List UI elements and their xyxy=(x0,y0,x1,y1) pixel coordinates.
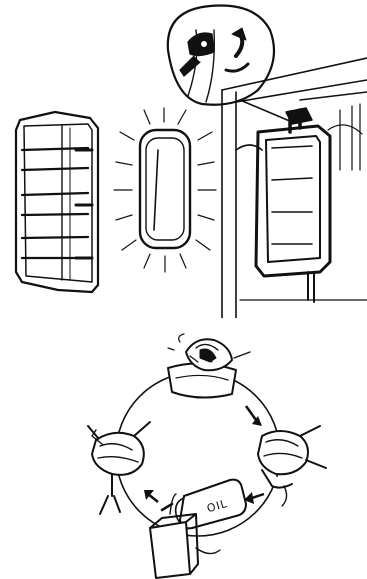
washing-tub xyxy=(168,334,250,398)
cycle-arrow-top-right xyxy=(246,406,262,426)
filter-cleaning-cycle-panel: OIL xyxy=(0,318,367,579)
cycle-arrow-bottom-left xyxy=(144,490,158,502)
filter-replacement-panel xyxy=(0,0,367,318)
oil-can: OIL xyxy=(162,480,246,529)
dirty-filter-element xyxy=(16,112,98,292)
squeeze-hands-right xyxy=(258,426,326,506)
latch-icon xyxy=(180,33,214,76)
clean-filter-element xyxy=(114,108,216,272)
engine-housing xyxy=(222,58,367,318)
rotate-arrow-icon xyxy=(226,28,248,71)
latch-detail-callout xyxy=(168,6,292,123)
installed-filter xyxy=(256,108,330,302)
cycle-arrow-bottom-right xyxy=(244,492,264,504)
squeeze-hands-left xyxy=(88,422,150,514)
